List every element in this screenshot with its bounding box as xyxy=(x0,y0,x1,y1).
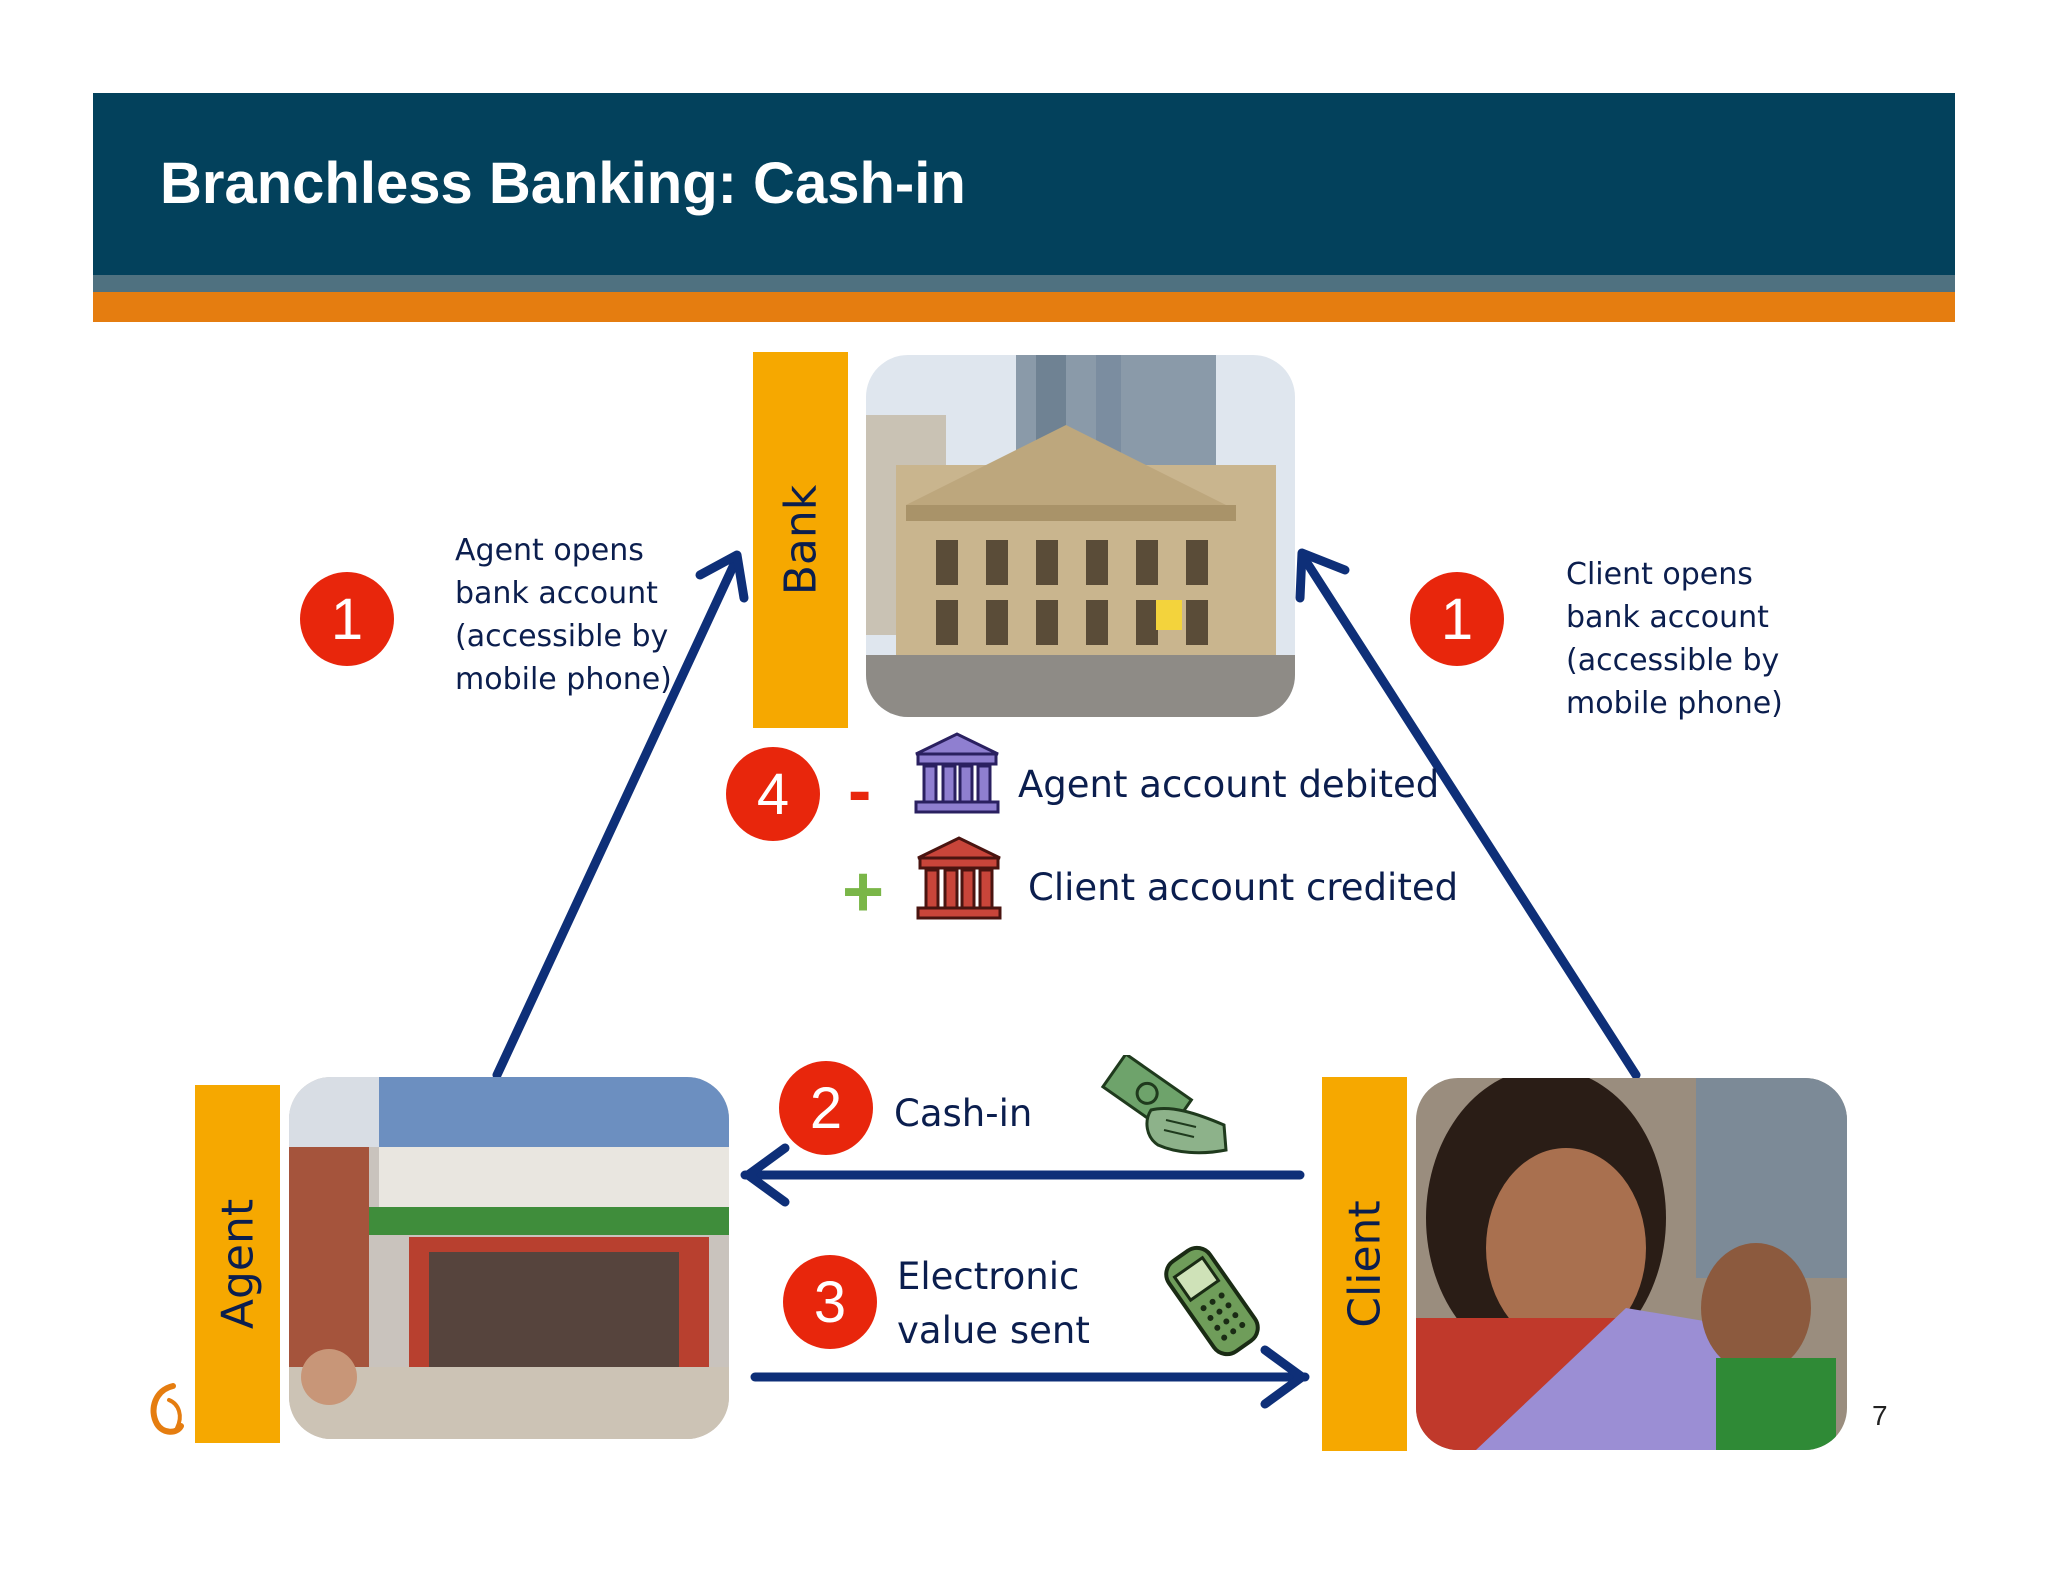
arrow-agent-to-bank-head xyxy=(695,550,749,603)
bank-label-bar: Bank xyxy=(753,352,848,728)
arrow-cash-in-head xyxy=(743,1143,790,1207)
client-label: Client xyxy=(1339,1200,1390,1328)
bank-credit-icon xyxy=(916,836,1002,920)
bank-debit-icon xyxy=(914,732,1000,814)
client-opens-line-2: bank account xyxy=(1566,600,1769,635)
agent-photo xyxy=(289,1077,729,1439)
client-photo xyxy=(1416,1078,1847,1450)
arrow-electronic-value-head xyxy=(1260,1345,1307,1409)
client-opens-note: Client opens bank account (accessible by… xyxy=(1566,553,1783,725)
electronic-value-line-2: value sent xyxy=(897,1309,1090,1352)
electronic-value-line-1: Electronic xyxy=(897,1255,1080,1298)
client-label-bar: Client xyxy=(1322,1077,1407,1451)
agent-opens-note: Agent opens bank account (accessible by … xyxy=(455,529,672,701)
agent-opens-line-1: Agent opens xyxy=(455,533,644,568)
agent-debited-label: Agent account debited xyxy=(1018,763,1440,806)
header-divider xyxy=(93,275,1955,292)
bank-photo xyxy=(866,355,1295,717)
bank-label: Bank xyxy=(775,484,826,596)
agent-label: Agent xyxy=(212,1198,263,1330)
step-1-client-badge: 1 xyxy=(1410,572,1504,666)
mobile-phone-icon xyxy=(1164,1245,1260,1357)
step-1-agent-badge: 1 xyxy=(300,572,394,666)
plus-sign: + xyxy=(842,852,885,932)
client-credited-label: Client account credited xyxy=(1028,866,1459,909)
client-opens-line-3: (accessible by xyxy=(1566,643,1780,678)
step-2-badge: 2 xyxy=(779,1061,873,1155)
arrow-client-to-bank-head xyxy=(1295,548,1350,603)
arrow-agent-to-bank xyxy=(492,553,742,1080)
agent-opens-line-3: (accessible by xyxy=(455,619,669,654)
minus-sign: - xyxy=(848,751,872,829)
electronic-value-label: Electronic value sent xyxy=(897,1250,1090,1358)
hand-with-cash-icon xyxy=(1100,1055,1228,1155)
header-accent-stripe xyxy=(93,292,1955,322)
slide-title: Branchless Banking: Cash-in xyxy=(160,151,966,216)
step-3-badge: 3 xyxy=(783,1255,877,1349)
agent-opens-line-4: mobile phone) xyxy=(455,662,672,697)
organization-logo xyxy=(150,1383,184,1435)
header-band xyxy=(93,93,1955,275)
page-number: 7 xyxy=(1872,1400,1888,1431)
arrow-client-to-bank xyxy=(1297,550,1641,1080)
client-opens-line-1: Client opens xyxy=(1566,557,1753,592)
agent-label-bar: Agent xyxy=(195,1085,280,1443)
cash-in-label: Cash-in xyxy=(894,1092,1033,1135)
client-opens-line-4: mobile phone) xyxy=(1566,686,1783,721)
step-4-badge: 4 xyxy=(726,747,820,841)
agent-opens-line-2: bank account xyxy=(455,576,658,611)
